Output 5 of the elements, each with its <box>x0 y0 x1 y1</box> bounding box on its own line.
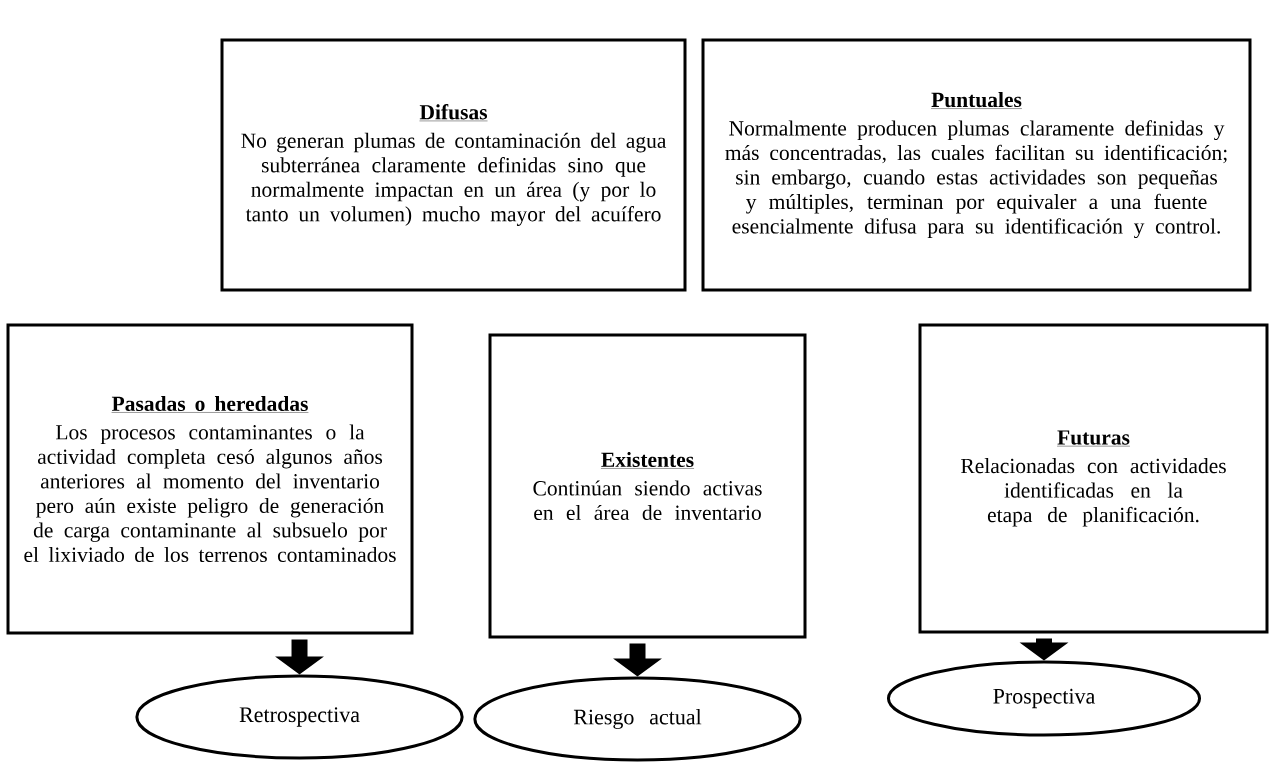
category-box: Pasadas o heredadas Los procesos contaminantes o la actividad completa cesó algunos años anteriores al momento del inventario pero aún existe peligro de generación de carga contaminante al subsuelo por el lixiviado de los terrenos contaminados <box>6 323 414 635</box>
category-box: Futuras Relacionadas con actividades identificadas en la etapa de planificación. <box>918 323 1269 634</box>
category-box: Difusas No generan plumas de contaminación del agua subterránea claramente definidas sino que normalmente impactan en un área (y por lo tanto un volumen) mucho mayor del acuífero <box>220 38 687 292</box>
category-box: Puntuales Normalmente producen plumas claramente definidas y más concentradas, las cuales facilitan su identificación; sin embargo, cuando estas actividades son pequeñas y múltiples, terminan por equivaler a una fuente esencialmente difusa para su identificación y control. <box>701 38 1252 292</box>
category-box: Existentes Continúan siendo activas en el área de inventario <box>488 333 807 639</box>
